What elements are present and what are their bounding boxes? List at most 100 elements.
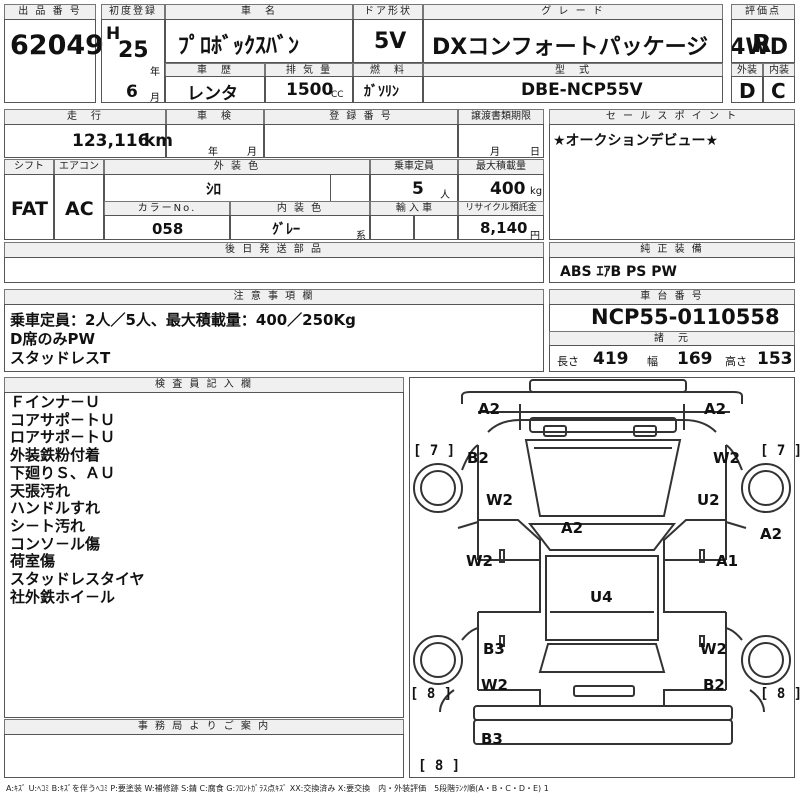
width: 169 [677,349,713,369]
int-color: ｸﾞﾚｰ [272,222,300,238]
genuine-equip-box [549,257,795,283]
mark-rear-bumper: B3 [481,730,503,748]
inspector-note: 荷室傷 [10,552,56,571]
inspector-note: Ｆインナ－Ｕ [10,393,101,411]
inspection-month-unit: 月 [247,147,257,158]
displacement-unit: CC [331,90,344,100]
specs-box [549,345,795,372]
recycle-box [458,215,544,240]
history-box [165,76,265,103]
mark-rear-fender-l: B3 [483,640,505,658]
door-type: 5V [374,29,407,54]
left-doors [478,519,541,613]
inspector-note: 下廻りＳ、ＡＵ [10,463,116,482]
fuel: ｶﾞｿﾘﾝ [364,84,399,100]
import-box-1 [370,215,414,240]
inspector-box [4,392,404,718]
color-no: 058 [152,220,184,238]
month-unit: 月 [150,93,160,104]
interior-box [763,76,795,103]
transfer-month-unit: 月 [490,147,500,158]
mark-fender-fr: W2 [713,449,740,467]
door-box [353,19,423,63]
inspector-note: スタッドレスタイヤ [10,570,145,589]
reg-year: 25 [118,38,149,63]
displacement-box [265,76,353,103]
lot-number-box [4,19,96,103]
inspector-note: 天張汚れ [10,481,71,500]
transfer-day-unit: 日 [530,147,540,158]
import-box-2 [414,215,458,240]
length: 419 [593,349,629,369]
mark-door-fl-upper: W2 [486,491,513,509]
inspector-note: ハンドルすれ [10,499,101,518]
color-no-box [104,215,230,240]
sales-point: ★オークションデビュー★ [553,133,719,149]
mark-fender-fl: B2 [467,449,489,467]
capacity-header: 乗車定員 [370,159,458,175]
width-label: 幅 [647,355,658,368]
mileage-box [4,124,166,158]
height-label: 高さ [725,355,747,368]
mark-door-fr-upper: U2 [697,491,720,509]
mark-rear-fender-r: W2 [700,640,727,658]
car-diagram-box [409,377,795,778]
mark-door-fl: W2 [466,552,493,570]
mark-quarter-l: W2 [481,676,508,694]
history: レンタ [187,84,238,104]
inspector-note: 社外鉄ホイ－ル [10,587,116,606]
grade: DXコンフォートパッケージ 4WD [432,35,788,60]
notes-box [4,304,544,372]
reg-number-box [264,124,458,158]
inspector-note: 外装鉄粉付着 [10,446,101,465]
front-bumper-top [529,379,687,393]
shift: FAT [11,198,48,220]
mark-hood: A2 [561,519,584,537]
tire-bracket-rl: [ 8 ] [410,686,452,702]
fuel-box [353,76,423,103]
year-unit: 年 [150,67,160,78]
inspection-box [166,124,264,158]
recycle: 8,140 [480,219,528,237]
sales-point-box [549,124,795,240]
right-doors [663,519,726,613]
model-code-box [423,76,723,103]
mileage-unit: km [144,131,174,151]
front-bumper [461,391,743,404]
car-name: ﾌﾟﾛﾎﾞｯｸｽﾊﾞﾝ [178,34,300,59]
reg-month: 6 [126,82,138,102]
first-registration-box [101,19,165,103]
note-line-1: 乗車定員：2人／5人、最大積載量：400／250Kg [10,311,356,329]
interior-score: C [771,79,786,103]
mark-front-left: A2 [478,400,501,418]
note-line-2: D席のみPW [10,330,95,348]
later-parts-box [4,257,544,283]
tire-bracket-rr: [ 8 ] [760,686,800,702]
transfer-deadline-box [458,124,544,158]
inspector-note: コアサポ－トＵ [10,410,116,429]
length-label: 長さ [557,355,579,368]
lot-number: 62049 [10,30,104,61]
exterior-score: D [739,79,756,103]
ac: AC [65,198,94,220]
rear-bumper [473,705,733,721]
car-name-box [165,19,353,63]
ac-box [54,174,104,240]
mark-front-right: A2 [704,400,727,418]
capacity-unit: 人 [440,190,450,201]
score-box [731,19,795,63]
inspector-notes: Ｆインナ－Ｕ コアサポ－トＵ ロアサポ－トＵ 外装鉄粉付着 下廻りＳ、ＡＵ 天張… [10,393,145,606]
era-label: H [106,24,121,44]
mark-right-edge: A2 [760,525,783,543]
mark-quarter-r: B2 [703,676,725,694]
inspector-note: コンソ－ル傷 [10,534,101,553]
max-load: 400 [490,179,526,199]
inspector-note: シ－ト汚れ [10,516,86,535]
capacity: 5 [412,179,424,199]
shift-box [4,174,54,240]
inspector-note: ロアサポ－トＵ [10,428,116,447]
grade-box [423,19,723,63]
mileage: 123,116 [72,131,150,151]
int-color-suffix: 系 [356,231,366,242]
